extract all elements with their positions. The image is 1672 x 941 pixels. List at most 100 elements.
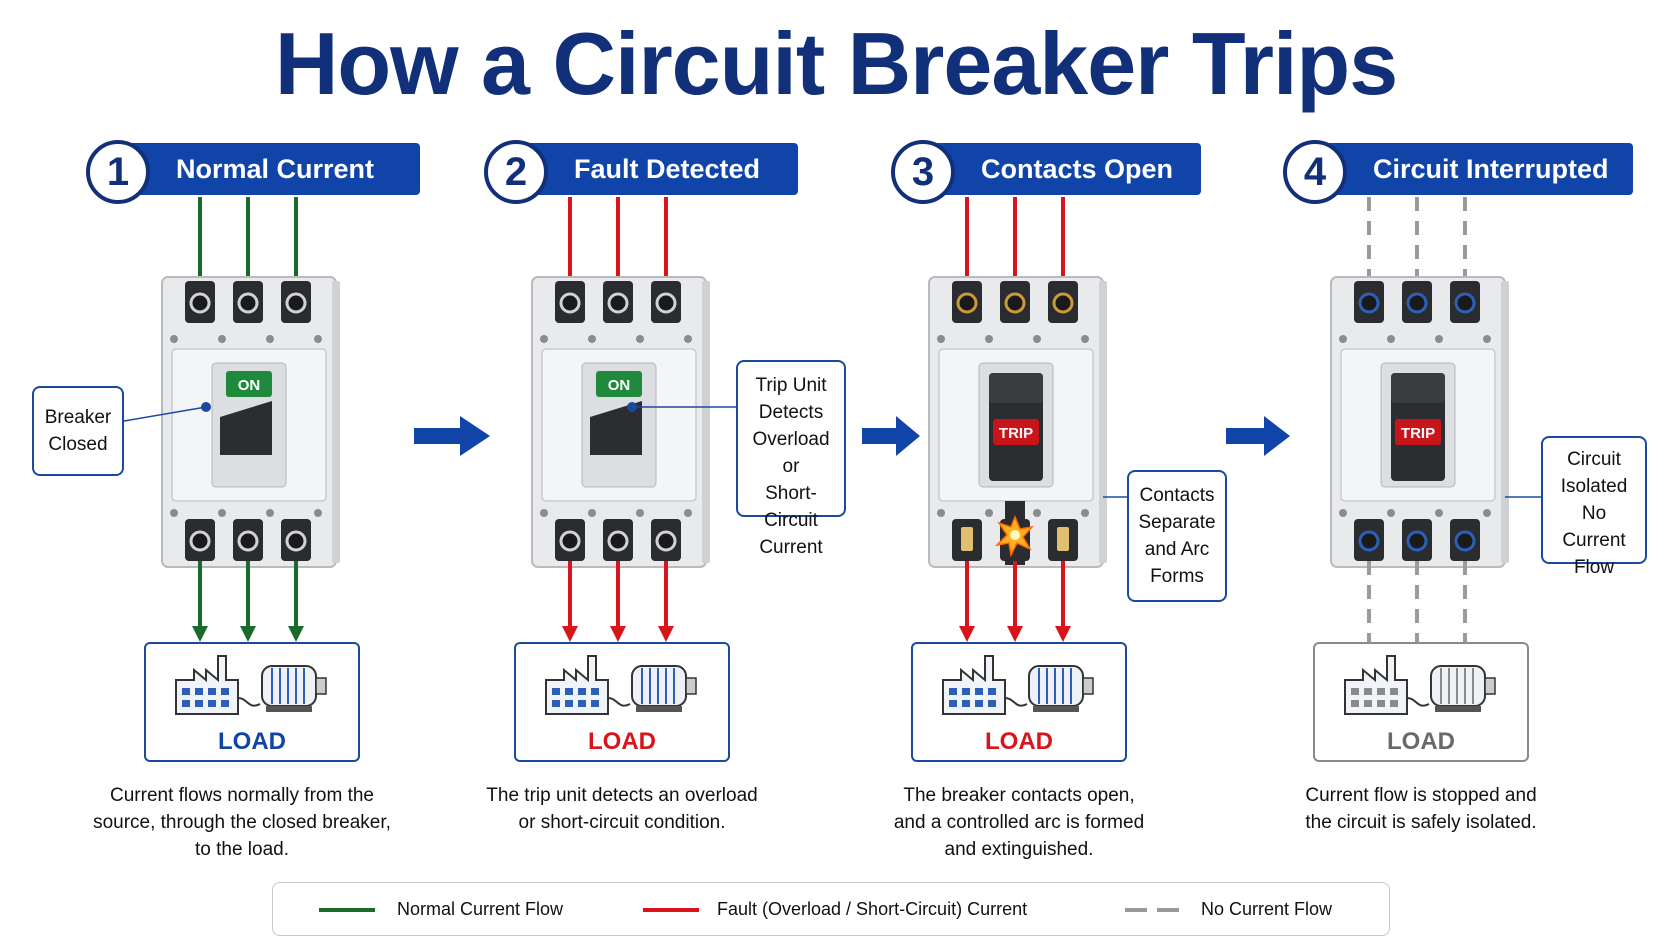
terminal-screw (559, 292, 581, 314)
step-description: Current flows normally from the source, … (93, 785, 391, 860)
current-arrow-head (959, 626, 975, 642)
current-arrow-head (288, 626, 304, 642)
terminal-screw (607, 292, 629, 314)
on-indicator (596, 371, 642, 397)
breaker-diagram-4: TRIP (1330, 197, 1541, 642)
step-description: The trip unit detects an overload or sho… (486, 785, 758, 833)
breaker-diagram-3: TRIP (928, 197, 1127, 642)
factory-icon (545, 655, 631, 715)
terminal-screw (1454, 292, 1476, 314)
load-icons (942, 655, 1094, 715)
breaker-side (1099, 281, 1107, 563)
terminal-screw (559, 530, 581, 552)
current-arrow-head (240, 626, 256, 642)
output-arrows (562, 561, 674, 642)
mount-screw (684, 509, 692, 517)
circuit-breaker: TRIP (928, 276, 1107, 568)
load-icons (175, 655, 327, 715)
mount-screw (1081, 335, 1089, 343)
mount-screw (1387, 335, 1395, 343)
mount-screw (684, 335, 692, 343)
motor-icon (261, 665, 327, 712)
mount-screw (540, 509, 548, 517)
mount-screw (636, 509, 644, 517)
current-arrow-head (1055, 626, 1071, 642)
legend: Normal Current Flow Fault (Overload / Sh… (272, 882, 1390, 936)
terminal-screw (1358, 530, 1380, 552)
mount-screw (540, 335, 548, 343)
input-lines (1367, 197, 1467, 301)
breaker-side (702, 281, 710, 563)
mount-screw (1339, 509, 1347, 517)
motor-icon (1430, 665, 1496, 712)
trip-label: TRIP (999, 425, 1033, 442)
mount-screw (314, 335, 322, 343)
callout-connector (123, 406, 207, 422)
mount-screw (937, 335, 945, 343)
load-box: LOAD (1313, 642, 1529, 762)
terminal-screw (285, 292, 307, 314)
terminal-screw (1406, 530, 1428, 552)
handle-toggle (220, 401, 272, 455)
step-number: 2 (484, 140, 548, 204)
load-icons (1344, 655, 1496, 715)
step-label: Circuit Interrupted (1323, 143, 1633, 195)
terminal-screw (655, 530, 677, 552)
circuit-breaker: TRIP (1330, 276, 1509, 568)
circuit-breaker: ON (531, 276, 710, 568)
mount-screw (1435, 335, 1443, 343)
terminal-screw (1358, 292, 1380, 314)
legend-label-fault: Fault (Overload / Short-Circuit) Current (717, 899, 1028, 919)
terminal-screw (1004, 292, 1026, 314)
step-4-circuit-interrupted: 4 Circuit Interrupted TRIP Circuit Isola… (1169, 0, 1647, 941)
load-box: LOAD (514, 642, 730, 762)
load-label: LOAD (1387, 728, 1455, 755)
trip-label: TRIP (1401, 425, 1435, 442)
legend-swatch-fault (643, 908, 699, 912)
terminal-screw (189, 292, 211, 314)
mount-screw (218, 335, 226, 343)
step-number: 1 (86, 140, 150, 204)
factory-icon (175, 655, 261, 715)
callout-circuit-isolated: Circuit Isolated No Current Flow (1541, 436, 1647, 578)
terminal-screw (607, 530, 629, 552)
mount-screw (1033, 509, 1041, 517)
current-arrow-head (192, 626, 208, 642)
load-label: LOAD (985, 728, 1053, 755)
mount-screw (266, 335, 274, 343)
page-title: How a Circuit Breaker Trips (274, 14, 1398, 113)
step-number: 3 (891, 140, 955, 204)
step-label: Normal Current (126, 143, 420, 195)
open-contact (1057, 527, 1069, 551)
callout-breaker-closed: Breaker Closed (32, 386, 124, 476)
trip-indicator (1395, 419, 1441, 445)
motor-icon (1028, 665, 1094, 712)
trip-indicator (993, 419, 1039, 445)
load-box: LOAD (144, 642, 360, 762)
step-3-contacts-open: 3 Contacts Open TRIP Contacts Separate a… (767, 0, 1227, 941)
mount-screw (985, 335, 993, 343)
handle-toggle-top (1391, 373, 1445, 403)
mount-screw (170, 335, 178, 343)
terminal-screw (189, 530, 211, 552)
motor-icon (631, 665, 697, 712)
mount-screw (588, 335, 596, 343)
step-label: Fault Detected (524, 143, 798, 195)
on-label: ON (238, 377, 261, 394)
factory-icon (942, 655, 1028, 715)
mount-screw (314, 509, 322, 517)
terminal-screw (237, 530, 259, 552)
step-description: Current flow is stopped and the circuit … (1305, 785, 1537, 833)
mount-screw (985, 509, 993, 517)
mount-screw (218, 509, 226, 517)
handle-toggle (590, 401, 642, 455)
mount-screw (1081, 509, 1089, 517)
mount-screw (1483, 509, 1491, 517)
open-contact (961, 527, 973, 551)
current-arrow-head (1007, 626, 1023, 642)
step-label: Contacts Open (931, 143, 1201, 195)
current-arrow-head (610, 626, 626, 642)
mount-screw (1339, 335, 1347, 343)
legend-swatch-none (1125, 908, 1181, 912)
breaker-side (332, 281, 340, 563)
